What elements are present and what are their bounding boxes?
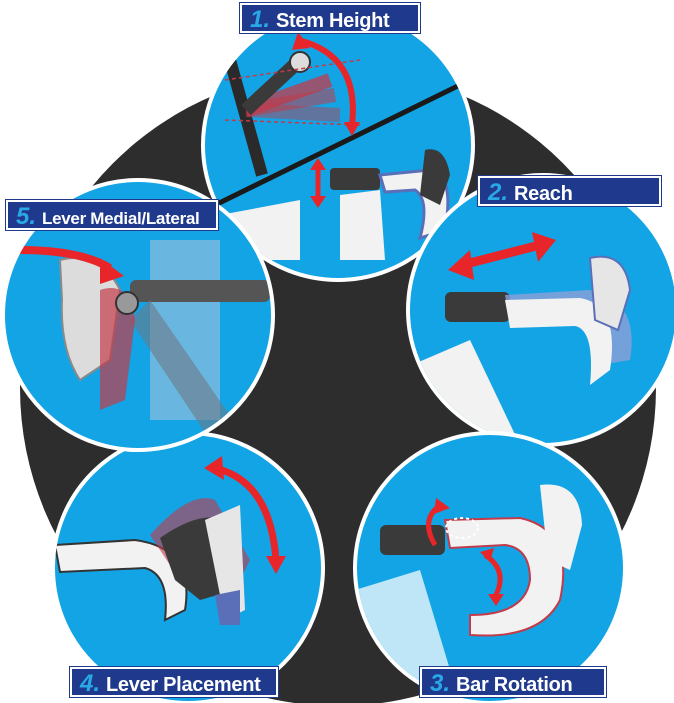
panel-lever-placement bbox=[51, 431, 325, 703]
label-stem-height: 1.Stem Height bbox=[240, 3, 420, 33]
panel-stem-height bbox=[201, 8, 475, 282]
stem-icon bbox=[224, 51, 361, 177]
label-text: Lever Placement bbox=[106, 674, 261, 696]
label-lever-medial-lateral: 5. Lever Medial/Lateral bbox=[6, 200, 218, 230]
label-bar-rotation: 3.Bar Rotation bbox=[420, 667, 606, 697]
handlebar-icon bbox=[505, 298, 612, 385]
brake-lever-icon bbox=[540, 484, 582, 570]
label-number: 1. bbox=[250, 6, 271, 33]
panel-lever-medial-lateral bbox=[1, 178, 275, 452]
label-text: Reach bbox=[514, 183, 573, 205]
label-text: Bar Rotation bbox=[456, 674, 573, 696]
label-number: 5. bbox=[16, 203, 37, 230]
label-reach: 2.Reach bbox=[478, 176, 661, 206]
double-arrow-icon bbox=[460, 240, 542, 270]
brake-lever-icon bbox=[100, 288, 135, 410]
label-number: 3. bbox=[430, 670, 451, 697]
panel-bar-rotation bbox=[353, 431, 627, 703]
label-number: 4. bbox=[80, 670, 101, 697]
curved-arrow-icon bbox=[297, 37, 356, 126]
curved-arrow-icon bbox=[213, 464, 280, 561]
label-lever-placement: 4.Lever Placement bbox=[70, 667, 278, 697]
label-text: Stem Height bbox=[276, 10, 390, 32]
brake-lever-icon bbox=[420, 149, 450, 205]
label-number: 2. bbox=[488, 179, 509, 206]
label-text: Lever Medial/Lateral bbox=[42, 209, 200, 228]
brake-lever-icon bbox=[588, 255, 632, 332]
